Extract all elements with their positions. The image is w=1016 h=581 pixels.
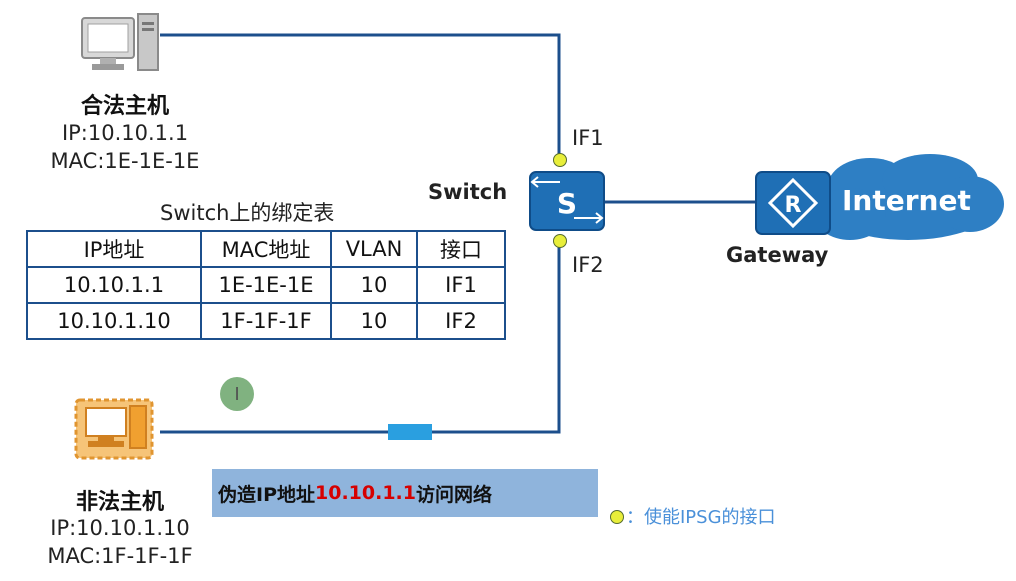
rogue-host-name: 非法主机 — [75, 490, 164, 515]
link-if2-to-rogue-host — [160, 240, 561, 434]
binding-table-cell: 10 — [330, 266, 418, 304]
legit-host-name: 合法主机 — [80, 94, 169, 119]
gateway-icon-letter: R — [785, 193, 802, 218]
ipsg-dot-if1 — [553, 153, 567, 167]
switch-icon-letter: S — [557, 187, 577, 220]
binding-table-cell: 10 — [330, 302, 418, 340]
gateway-label: Gateway — [726, 243, 829, 267]
if2-label: IF2 — [572, 253, 604, 277]
link-legit-host-to-if1 — [160, 33, 561, 158]
internet-cloud-icon — [814, 154, 1004, 240]
binding-table-header: MAC地址 — [200, 230, 332, 268]
gateway-router-icon: R — [755, 171, 831, 235]
binding-table-row: 10.10.1.10 1F-1F-1F 10 IF2 — [26, 302, 506, 340]
text-cursor-icon: I — [220, 377, 254, 411]
binding-table-header: VLAN — [330, 230, 418, 268]
binding-table-cell: 10.10.1.10 — [26, 302, 202, 340]
binding-table-header: 接口 — [416, 230, 506, 268]
binding-table-header-row: IP地址 MAC地址 VLAN 接口 — [26, 230, 506, 268]
internet-label: Internet — [842, 184, 971, 217]
binding-table-header: IP地址 — [26, 230, 202, 268]
binding-table-title: Switch上的绑定表 — [160, 201, 335, 225]
callout-suffix: 访问网络 — [415, 483, 492, 506]
binding-table-cell: 1F-1F-1F — [200, 302, 332, 340]
if1-label: IF1 — [572, 126, 604, 150]
binding-table-cell: IF1 — [416, 266, 506, 304]
switch-label: Switch — [428, 180, 508, 204]
rogue-host-computer-icon — [74, 398, 154, 460]
binding-table: IP地址 MAC地址 VLAN 接口 10.10.1.1 1E-1E-1E 10… — [26, 230, 506, 340]
callout-prefix: 伪造IP地址 — [218, 483, 315, 506]
callout-highlight-ip: 10.10.1.1 — [315, 482, 416, 504]
forged-packet-marker — [388, 424, 432, 440]
ipsg-dot-if2 — [553, 234, 567, 248]
binding-table-cell: 10.10.1.1 — [26, 266, 202, 304]
legit-host-computer-icon — [81, 13, 159, 71]
rogue-host-mac: MAC:1F-1F-1F — [47, 544, 193, 568]
rogue-host-ip: IP:10.10.1.10 — [50, 516, 190, 540]
binding-table-cell: IF2 — [416, 302, 506, 340]
binding-table-row: 10.10.1.1 1E-1E-1E 10 IF1 — [26, 266, 506, 304]
legend-text: ：使能IPSG的接口 — [626, 507, 776, 528]
switch-icon: S — [529, 171, 605, 231]
legend-ipsg-dot — [610, 510, 624, 524]
legit-host-ip: IP:10.10.1.1 — [61, 121, 189, 145]
binding-table-cell: 1E-1E-1E — [200, 266, 332, 304]
legit-host-mac: MAC:1E-1E-1E — [50, 149, 200, 173]
